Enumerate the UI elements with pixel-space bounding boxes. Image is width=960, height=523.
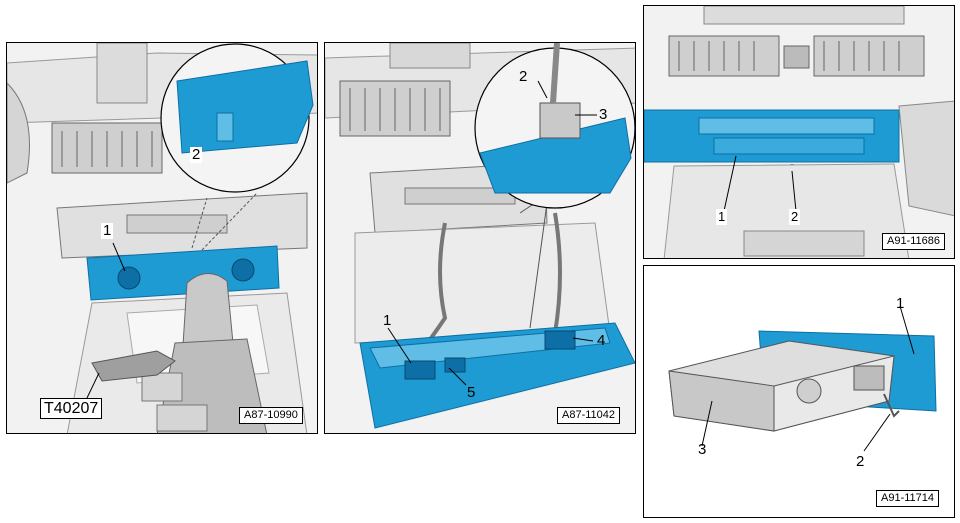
callout-2: 2 — [789, 209, 801, 225]
panel-removal-tool: 1 2 T40207 A87-10990 — [6, 42, 318, 434]
callout-5: 5 — [467, 384, 476, 401]
figure-reference: A91-11686 — [882, 233, 946, 250]
callout-4: 4 — [597, 332, 606, 349]
panel-installed-unit: 1 2 A91-11686 — [643, 5, 955, 259]
callout-1: 1 — [716, 209, 728, 225]
dashboard-illustration-1 — [7, 43, 317, 433]
figure-reference: A91-11714 — [876, 490, 940, 507]
unit-assembly-illustration — [644, 266, 954, 517]
callout-2: 2 — [519, 68, 528, 85]
dashboard-illustration-2 — [325, 43, 635, 433]
callout-3: 3 — [698, 441, 707, 458]
dashboard-illustration-3 — [644, 6, 954, 258]
tool-label: T40207 — [40, 398, 103, 419]
figure-reference: A87-11042 — [557, 407, 621, 424]
callout-3: 3 — [599, 106, 608, 123]
callout-1: 1 — [383, 312, 392, 329]
panel-unit-assembly: 1 2 3 A91-11714 — [643, 265, 955, 518]
callout-2: 2 — [190, 146, 203, 163]
figure-reference: A87-10990 — [239, 407, 303, 424]
panel-connectors: 2 3 1 4 5 A87-11042 — [324, 42, 636, 434]
callout-2: 2 — [856, 453, 865, 470]
callout-1: 1 — [896, 295, 905, 312]
callout-1: 1 — [101, 222, 114, 239]
